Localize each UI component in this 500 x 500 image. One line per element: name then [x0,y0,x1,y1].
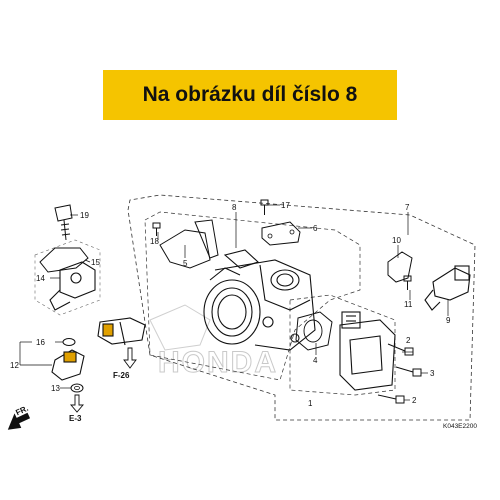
callout-17: 17 [281,201,290,210]
callout-5: 5 [183,259,188,268]
sensor-part-12 [51,349,85,381]
bolt-part-18 [152,222,161,236]
callout-11: 11 [404,300,413,309]
callout-6: 6 [313,224,318,233]
leader-lines [19,204,449,401]
callout-10: 10 [392,236,401,245]
washer-part-13 [70,383,84,393]
callout-3: 3 [430,369,435,378]
callout-9: 9 [446,316,451,325]
callout-13: 13 [51,384,60,393]
o-ring-part-16 [62,338,76,346]
screw-part-3 [395,366,422,377]
bracket-plate [194,219,219,259]
callout-15: 15 [91,258,100,267]
sensor-unit-boundary-1 [289,294,396,396]
watermark-text: HONDA [158,346,278,379]
bracket-part-15 [39,247,89,273]
callout-4: 4 [313,356,318,365]
assembly-boundary-7 [127,194,476,421]
sensor-part-9 [424,265,471,311]
part-number-banner: Na obrázku díl číslo 8 [103,70,397,120]
front-direction-arrow [7,412,31,430]
screw-part-2-upper [387,343,414,356]
callout-2-upper: 2 [406,336,411,345]
screw-part-2-lower [377,394,405,404]
ref-arrow-e3 [70,394,84,413]
bracket-part-6 [261,221,301,246]
callout-14: 14 [36,274,45,283]
callout-7: 7 [405,203,410,212]
injector-assembly [97,317,146,346]
cover-part-5 [159,229,211,269]
left-bracket-boundary [34,239,101,316]
sensor-part-14 [49,261,96,311]
sensor-unit-part-1 [339,311,396,391]
callout-8: 8 [232,203,237,212]
callout-2-lower: 2 [412,396,417,405]
callout-1: 1 [308,399,313,408]
ref-label-e3: E-3 [69,414,82,423]
honda-wing-logo [149,304,211,351]
bolt-part-19 [54,204,73,241]
bolt-part-11 [403,275,412,290]
diagram-code: K043E2200 [443,423,477,430]
throttle-body-boundary-8 [144,211,361,381]
bolt-part-17 [260,199,269,215]
callout-18: 18 [150,237,159,246]
callouts: 7 8 17 6 18 5 10 11 9 4 2 3 2 1 19 15 14… [10,201,477,430]
bracket-part-10 [387,251,413,283]
callout-12: 12 [10,361,19,370]
ref-label-f26: F-26 [113,371,130,380]
honda-watermark: HONDA [149,304,278,380]
callout-16: 16 [36,338,45,347]
ref-arrow-f26 [123,347,137,369]
gasket-part-4 [295,311,333,351]
throttle-body [203,249,316,351]
callout-19: 19 [80,211,89,220]
